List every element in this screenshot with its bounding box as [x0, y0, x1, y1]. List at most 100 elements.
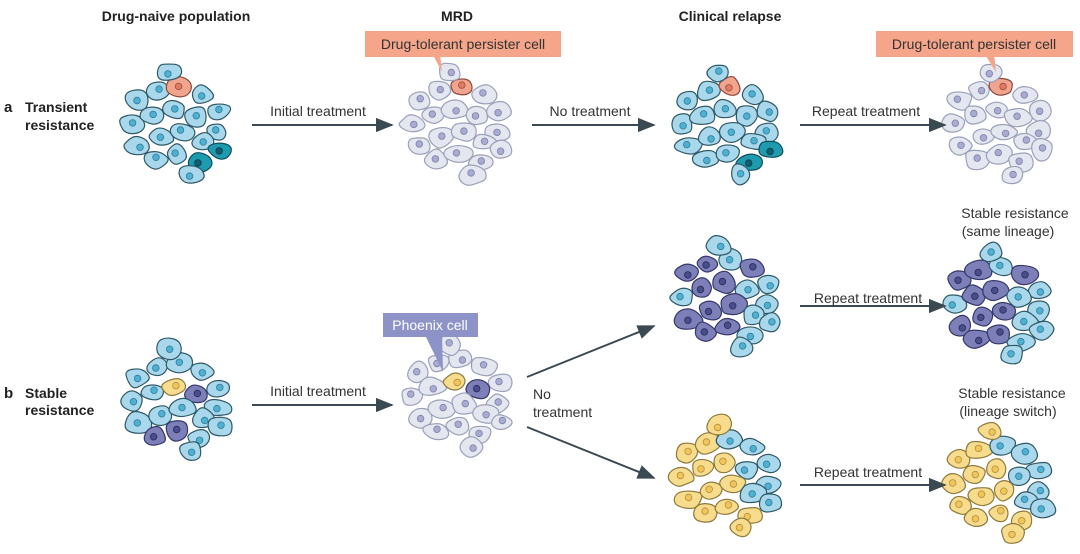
cell-nucleus	[1018, 517, 1026, 525]
cell-nucleus	[416, 414, 425, 423]
cell-nucleus	[749, 445, 757, 453]
cell-nucleus	[187, 448, 196, 456]
cell-nucleus	[213, 404, 221, 413]
cell-nucleus	[1015, 472, 1023, 480]
cell-nucleus	[970, 109, 978, 118]
cell-nucleus	[1035, 107, 1044, 115]
cell-nucleus	[1000, 487, 1008, 495]
cell-nucleus	[723, 321, 732, 329]
cell-nucleus	[192, 111, 200, 120]
cell-nucleus	[438, 132, 446, 140]
cell-nucleus	[697, 465, 705, 473]
cell-nucleus	[743, 112, 751, 120]
cell-nucleus	[498, 416, 507, 425]
cell-nucleus	[164, 70, 172, 78]
cell-nucleus	[765, 108, 773, 116]
label-b-no-treatment-line2: treatment	[533, 404, 592, 420]
cell-nucleus	[715, 67, 723, 75]
cell-nucleus	[133, 96, 141, 105]
cell-nucleus	[158, 410, 166, 418]
cell-nucleus	[729, 480, 738, 488]
cell-nucleus	[436, 85, 444, 94]
cluster-b-naive	[120, 337, 233, 462]
panel-a-name-line2: resistance	[25, 117, 94, 133]
cell-nucleus	[215, 105, 223, 114]
cell-nucleus	[971, 515, 980, 523]
callout-persister-mrd-text: Drug-tolerant persister cell	[381, 36, 545, 52]
label-stable-same-line2: (same lineage)	[962, 223, 1055, 239]
cell-nucleus	[1021, 271, 1029, 279]
cell-nucleus	[704, 307, 713, 316]
cell-nucleus	[1020, 317, 1028, 326]
cell-nucleus	[458, 81, 466, 89]
cell-nucleus	[987, 248, 995, 256]
cell-nucleus	[133, 419, 141, 427]
cell-nucleus	[199, 138, 207, 146]
cell-nucleus	[763, 301, 772, 310]
cluster-a-relapse	[671, 64, 784, 186]
cell-nucleus	[428, 110, 436, 118]
cell-nucleus	[471, 112, 480, 120]
cell-nucleus	[482, 411, 490, 419]
cell-nucleus	[174, 82, 183, 91]
label-a-repeat-treatment: Repeat treatment	[812, 103, 920, 119]
cell-nucleus	[974, 268, 982, 277]
cell-nucleus	[1037, 505, 1045, 513]
cell-nucleus	[479, 89, 487, 97]
cell-nucleus	[699, 110, 708, 118]
cell-nucleus	[701, 507, 709, 515]
cell-nucleus	[494, 108, 502, 117]
cell-nucleus	[1036, 486, 1045, 495]
cell-nucleus	[439, 403, 447, 412]
cell-nucleus	[679, 122, 687, 130]
cell-nucleus	[740, 466, 749, 474]
cell-nucleus	[951, 119, 959, 127]
cell-nucleus	[410, 120, 418, 129]
cell-nucleus	[1038, 144, 1047, 152]
cell-nucleus	[477, 157, 485, 165]
callout-phoenix-text: Phoenix cell	[392, 317, 468, 333]
cell-nucleus	[977, 86, 986, 95]
cell-nucleus	[176, 126, 185, 134]
cell-nucleus	[975, 336, 983, 345]
cell-nucleus	[768, 318, 776, 326]
cell-nucleus	[216, 383, 224, 392]
cell-nucleus	[749, 263, 757, 271]
cell-nucleus	[764, 482, 772, 490]
cell-nucleus	[429, 385, 437, 393]
cell-nucleus	[700, 328, 709, 336]
cell-nucleus	[149, 110, 157, 119]
header-mrd: MRD	[441, 8, 473, 24]
cell-nucleus	[193, 389, 202, 398]
cell-nucleus	[194, 159, 202, 167]
callout-persister-mrd: Drug-tolerant persister cell	[365, 31, 561, 72]
cell-nucleus	[971, 292, 979, 300]
cell-nucleus	[175, 358, 183, 366]
cell-nucleus	[684, 493, 693, 502]
cell-nucleus	[762, 127, 770, 135]
cluster-a-repeat	[940, 63, 1053, 185]
cell-nucleus	[178, 403, 186, 412]
cell-nucleus	[129, 398, 138, 406]
cell-nucleus	[977, 490, 986, 498]
cell-nucleus	[954, 276, 962, 284]
cell-nucleus	[684, 271, 692, 279]
cell-nucleus	[217, 421, 225, 429]
cluster-b-relapse-same	[669, 235, 781, 358]
cell-nucleus	[707, 135, 715, 143]
cell-nucleus	[729, 302, 737, 310]
cell-nucleus	[416, 94, 424, 103]
header-drug-naive: Drug-naive population	[102, 8, 251, 24]
cell-nucleus	[136, 143, 144, 151]
cell-nucleus	[979, 134, 988, 142]
callout-persister-end-text: Drug-tolerant persister cell	[892, 36, 1056, 52]
cell-nucleus	[1014, 293, 1022, 301]
cell-nucleus	[198, 369, 207, 377]
panel-b-letter: b	[4, 385, 13, 402]
cell-nucleus	[971, 470, 979, 479]
cluster-a-mrd	[398, 62, 513, 186]
cell-nucleus	[480, 137, 489, 145]
cell-nucleus	[494, 398, 502, 406]
cell-nucleus	[748, 490, 756, 498]
panel-a-name-line1: Transient	[25, 99, 88, 115]
